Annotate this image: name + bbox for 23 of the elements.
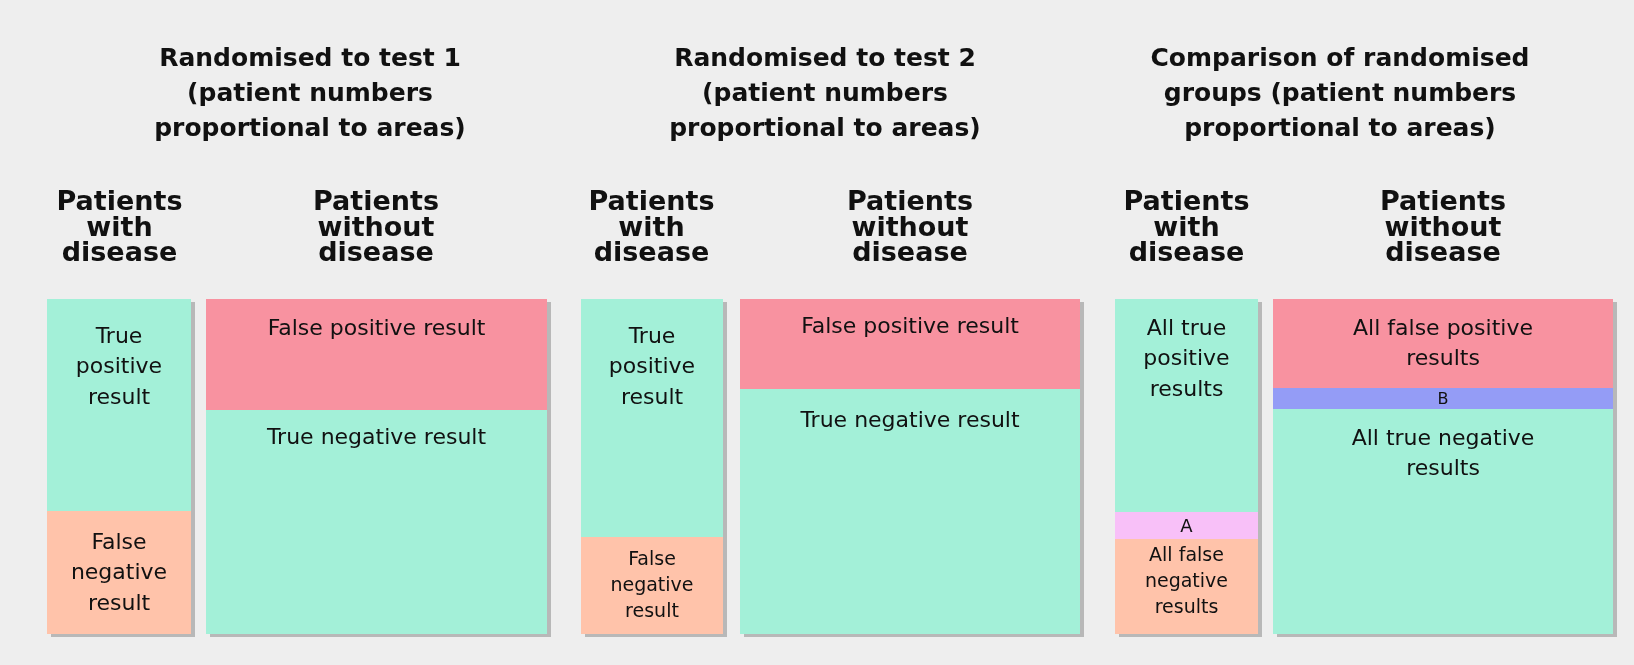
block-label: A bbox=[1180, 514, 1193, 538]
column-heading: Patients without disease bbox=[846, 188, 974, 265]
block-label: True negative result bbox=[800, 406, 1020, 434]
column-heading: Patients with disease bbox=[587, 188, 716, 265]
column-heading: Patients without disease bbox=[1379, 188, 1507, 265]
block-label: True positive result bbox=[74, 322, 164, 411]
column-heading: Patients with disease bbox=[1122, 188, 1251, 265]
block-label: False positive result bbox=[801, 312, 1019, 340]
block-label: B bbox=[1437, 388, 1449, 409]
block-label: All true positive results bbox=[1142, 314, 1231, 403]
block-label: All false negative results bbox=[1143, 542, 1230, 620]
block-label: All true negative results bbox=[1350, 424, 1536, 483]
panel-heading: Randomised to test 2 (patient numbers proportional to areas) bbox=[668, 42, 982, 144]
panel-heading: Randomised to test 1 (patient numbers proportional to areas) bbox=[153, 42, 467, 144]
panel-heading: Comparison of randomised groups (patient numbers proportional to areas) bbox=[1149, 42, 1531, 144]
column-heading: Patients with disease bbox=[55, 188, 184, 265]
block-label: False negative result bbox=[609, 546, 695, 624]
block-label: False positive result bbox=[267, 314, 486, 342]
block-label: All false positive results bbox=[1352, 314, 1534, 373]
block-label: True positive result bbox=[607, 322, 697, 411]
column-heading: Patients without disease bbox=[312, 188, 440, 265]
block-label: True negative result bbox=[266, 423, 487, 451]
block-label: False negative result bbox=[69, 528, 169, 617]
